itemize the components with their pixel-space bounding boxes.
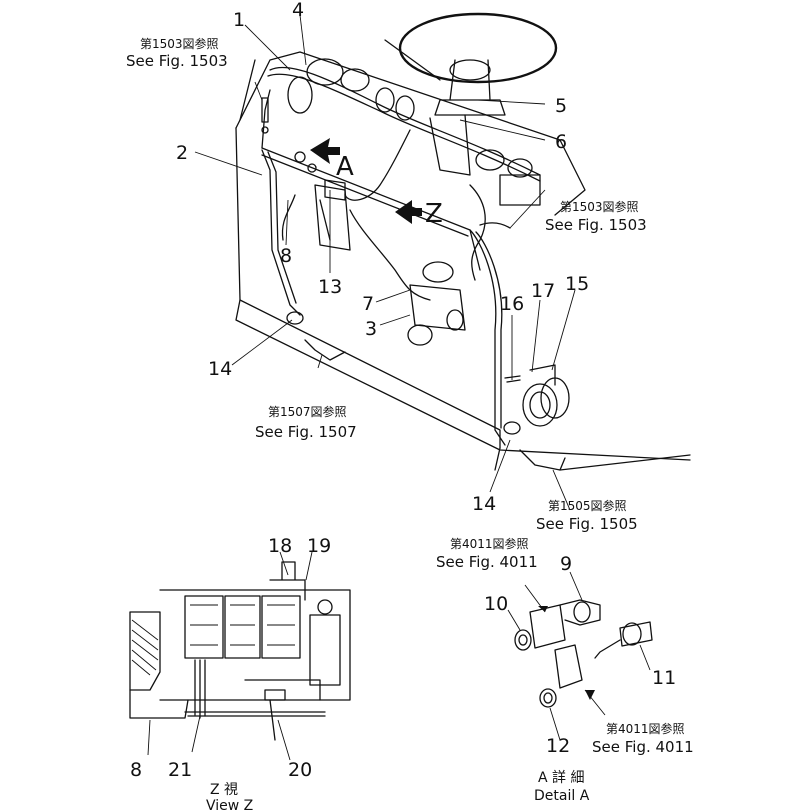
callout-17: 17 xyxy=(531,280,555,302)
callout-18: 18 xyxy=(268,535,292,557)
callout-1: 1 xyxy=(233,9,245,31)
svg-text:Z 視: Z 視 xyxy=(210,782,238,798)
view-arrow-a: A xyxy=(310,138,354,182)
ref-fig-1505: 第1505図参照 See Fig. 1505 xyxy=(536,498,638,533)
caption-view-z: Z 視 View Z xyxy=(206,782,253,812)
svg-text:See Fig. 1505: See Fig. 1505 xyxy=(536,515,638,533)
svg-text:A: A xyxy=(336,152,354,182)
svg-text:第1505図参照: 第1505図参照 xyxy=(548,498,627,513)
svg-text:See Fig. 1503: See Fig. 1503 xyxy=(545,216,647,234)
ref-fig-1503-top: 第1503図参照 See Fig. 1503 xyxy=(126,36,228,70)
callout-9: 9 xyxy=(560,553,572,575)
svg-text:第4011図参照: 第4011図参照 xyxy=(450,536,529,551)
callout-15: 15 xyxy=(565,273,589,295)
svg-text:See Fig. 4011: See Fig. 4011 xyxy=(592,738,694,756)
callout-20: 20 xyxy=(288,759,312,781)
main-harness xyxy=(261,66,541,446)
callout-14-right: 14 xyxy=(472,493,496,515)
callout-8-view-z: 8 xyxy=(130,759,142,781)
callout-11: 11 xyxy=(652,667,676,689)
svg-text:See Fig. 4011: See Fig. 4011 xyxy=(436,553,538,571)
callout-7: 7 xyxy=(362,293,374,315)
ref-fig-1507: 第1507図参照 See Fig. 1507 xyxy=(255,404,357,441)
leader-lines xyxy=(194,14,576,511)
callout-4: 4 xyxy=(292,0,304,21)
detail-a-drawing xyxy=(507,571,653,741)
svg-text:第1507図参照: 第1507図参照 xyxy=(268,404,347,419)
callout-2: 2 xyxy=(176,142,188,164)
svg-text:See Fig. 1503: See Fig. 1503 xyxy=(126,52,228,70)
callout-13: 13 xyxy=(318,276,342,298)
svg-text:See Fig. 1507: See Fig. 1507 xyxy=(255,423,357,441)
bracket-assembly xyxy=(407,261,466,346)
small-fittings xyxy=(261,97,511,229)
view-z-drawing xyxy=(129,551,351,761)
svg-text:View Z: View Z xyxy=(206,798,253,812)
callout-12: 12 xyxy=(546,735,570,757)
callout-16: 16 xyxy=(500,293,524,315)
dashboard-body xyxy=(235,51,691,471)
ref-fig-1503-right: 第1503図参照 See Fig. 1503 xyxy=(545,199,647,234)
callout-3: 3 xyxy=(365,318,377,340)
caption-detail-a: A 詳 細 Detail A xyxy=(534,770,590,804)
callout-6: 6 xyxy=(555,131,567,153)
svg-text:第4011図参照: 第4011図参照 xyxy=(606,721,685,736)
callout-5: 5 xyxy=(555,95,567,117)
svg-text:Z: Z xyxy=(425,199,443,229)
callout-10: 10 xyxy=(484,593,508,615)
view-arrow-z: Z xyxy=(395,199,443,229)
svg-text:第1503図参照: 第1503図参照 xyxy=(140,36,219,51)
svg-text:A 詳 細: A 詳 細 xyxy=(538,770,584,786)
ref-fig-4011-top: 第4011図参照 See Fig. 4011 xyxy=(436,536,538,571)
callout-21: 21 xyxy=(168,759,192,781)
svg-text:第1503図参照: 第1503図参照 xyxy=(560,199,639,214)
ref-fig-4011-bottom: 第4011図参照 See Fig. 4011 xyxy=(592,721,694,756)
steering-wheel xyxy=(384,12,558,176)
callout-8: 8 xyxy=(280,245,292,267)
svg-text:Detail A: Detail A xyxy=(534,788,590,804)
grommets xyxy=(286,311,566,471)
horn xyxy=(504,364,570,427)
relay-box xyxy=(314,179,351,251)
callout-14-left: 14 xyxy=(208,358,232,380)
callout-19: 19 xyxy=(307,535,331,557)
